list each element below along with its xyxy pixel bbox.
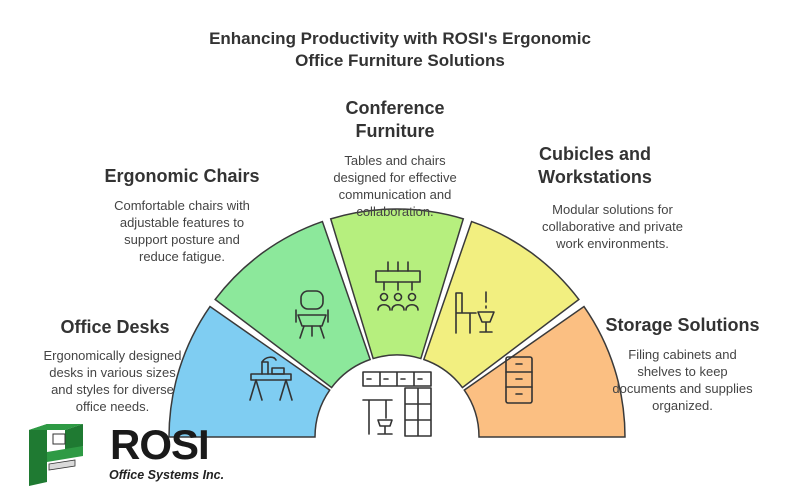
conference-furniture-description: Tables and chairs designed for effective…: [333, 153, 457, 219]
office-furniture-icon: [362, 371, 432, 437]
chair-icon: [295, 290, 329, 339]
logo-brand-text: ROSI: [110, 421, 210, 468]
desk-icon: [249, 356, 293, 401]
wedge-storage-solutions: [463, 305, 626, 438]
cubicles-workstations-heading: Cubicles and Workstations: [538, 144, 652, 187]
ergonomic-chairs-description: Comfortable chairs with adjustable featu…: [114, 198, 250, 264]
conference-table-icon: [375, 261, 421, 311]
conference-furniture-heading: Conference Furniture: [345, 98, 445, 141]
storage-solutions-heading: Storage Solutions: [605, 315, 760, 335]
title-line-1: Enhancing Productivity with ROSI's Ergon…: [209, 29, 591, 48]
storage-cabinet-icon: [505, 356, 533, 404]
storage-solutions-description: Filing cabinets and shelves to keep docu…: [612, 347, 753, 413]
cubicles-workstations-description: Modular solutions for collaborative and …: [542, 202, 683, 251]
office-desks-heading: Office Desks: [60, 317, 170, 337]
rosi-logo: ROSI Office Systems Inc.: [25, 422, 225, 490]
wedge-office-desks: [168, 305, 331, 438]
rosi-cubicle-logo-icon: [29, 424, 83, 486]
wedge-conference-furniture: [329, 208, 465, 360]
logo-subtitle: Office Systems Inc.: [109, 468, 225, 482]
ergonomic-chairs-heading: Ergonomic Chairs: [104, 166, 260, 186]
wedge-ergonomic-chairs: [214, 220, 372, 389]
workstation-icon: [455, 291, 495, 334]
office-desks-description: Ergonomically designed desks in various …: [43, 348, 182, 414]
diagram-title: Enhancing Productivity with ROSI's Ergon…: [150, 28, 650, 72]
wedge-cubicles-workstations: [422, 220, 580, 389]
title-line-2: Office Furniture Solutions: [295, 51, 505, 70]
